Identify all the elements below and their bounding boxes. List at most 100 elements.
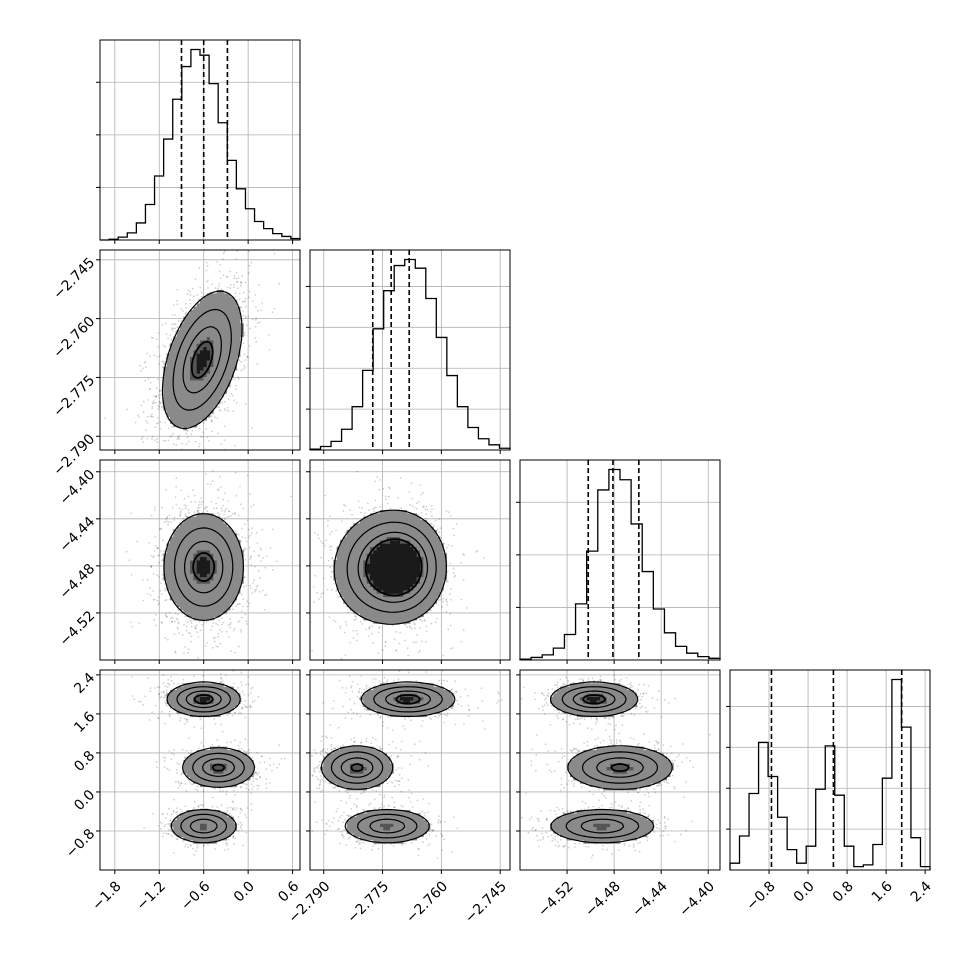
sample-point [223,514,225,516]
sample-point [224,667,226,669]
sample-point [369,626,371,628]
sample-point [395,649,398,652]
sample-point [460,598,463,601]
sample-point [259,560,262,562]
sample-point [384,495,387,498]
sample-point [174,314,176,316]
sample-point [162,456,164,458]
sample-point [163,521,166,524]
sample-point [148,541,151,544]
sample-point [154,506,157,508]
sample-point [142,579,144,581]
sample-point [218,515,220,518]
sample-point [335,590,338,593]
sample-point [160,593,163,595]
sample-point [355,639,358,642]
sample-point [183,623,185,626]
histogram-panel-3 [726,669,931,874]
sample-point [206,642,209,644]
sample-point [378,479,381,481]
sample-point [182,517,185,520]
panel-content [100,250,300,458]
sample-point [233,284,236,286]
histogram-steps [729,678,931,870]
sample-point [218,513,221,515]
sample-point [207,286,209,289]
sample-point [460,640,463,643]
sample-point [210,420,213,422]
sample-point [193,426,196,429]
sample-point [154,426,157,429]
sample-point [159,589,162,592]
sample-point [343,631,346,634]
sample-point [133,698,136,700]
sample-point [246,623,248,625]
contour-level-1 [182,326,222,394]
sample-point [238,603,241,606]
sample-point [255,531,258,534]
sample-point [452,567,455,570]
panel-frame [729,669,931,871]
sample-point [185,629,188,632]
sample-point [157,546,160,549]
sample-point [168,344,171,347]
sample-point [145,366,147,369]
sample-point [445,580,448,583]
sample-point [258,555,260,557]
sample-point [242,585,245,588]
sample-point [244,559,247,561]
sample-point [390,677,392,679]
sample-point [433,524,435,527]
sample-point [200,727,203,730]
sample-point [436,528,439,530]
sample-point [220,631,223,633]
sample-point [330,545,333,548]
sample-point [177,613,179,616]
sample-point [363,515,366,518]
sample-point [251,686,254,689]
sample-point [256,542,259,544]
sample-point [216,488,219,491]
sample-point [154,535,157,538]
sample-point [419,484,422,486]
sample-point [161,506,164,509]
sample-point [174,650,177,653]
sample-point [349,509,351,511]
contour-level-2 [346,521,437,613]
sample-point [320,592,323,595]
sample-point [274,620,276,622]
sample-point [219,642,222,645]
sample-point [161,554,164,556]
sample-point [190,433,193,436]
sample-point [351,513,353,516]
sample-point [166,517,168,519]
sample-point [240,684,243,687]
sample-point [434,519,437,522]
sample-point [184,455,186,457]
sample-point [221,516,224,519]
sample-point [235,384,238,387]
sample-point [419,627,422,629]
sample-point [342,510,345,512]
sample-point [253,579,256,582]
sample-point [349,641,352,644]
sample-point [177,436,179,439]
sample-point [162,344,165,347]
sample-point [141,436,144,439]
sample-point [234,292,237,295]
sample-point [189,293,192,296]
sample-point [228,510,231,513]
sample-point [171,329,174,332]
sample-point [229,287,232,290]
sample-point [151,407,154,410]
sample-point [190,622,193,624]
sample-point [164,637,167,640]
sample-point [391,624,394,627]
sample-point [406,625,408,628]
sample-point [194,440,197,443]
sample-point [234,296,237,299]
sample-point [271,528,274,531]
sample-point [258,590,261,593]
sample-point [137,414,139,416]
sample-point [219,681,222,684]
